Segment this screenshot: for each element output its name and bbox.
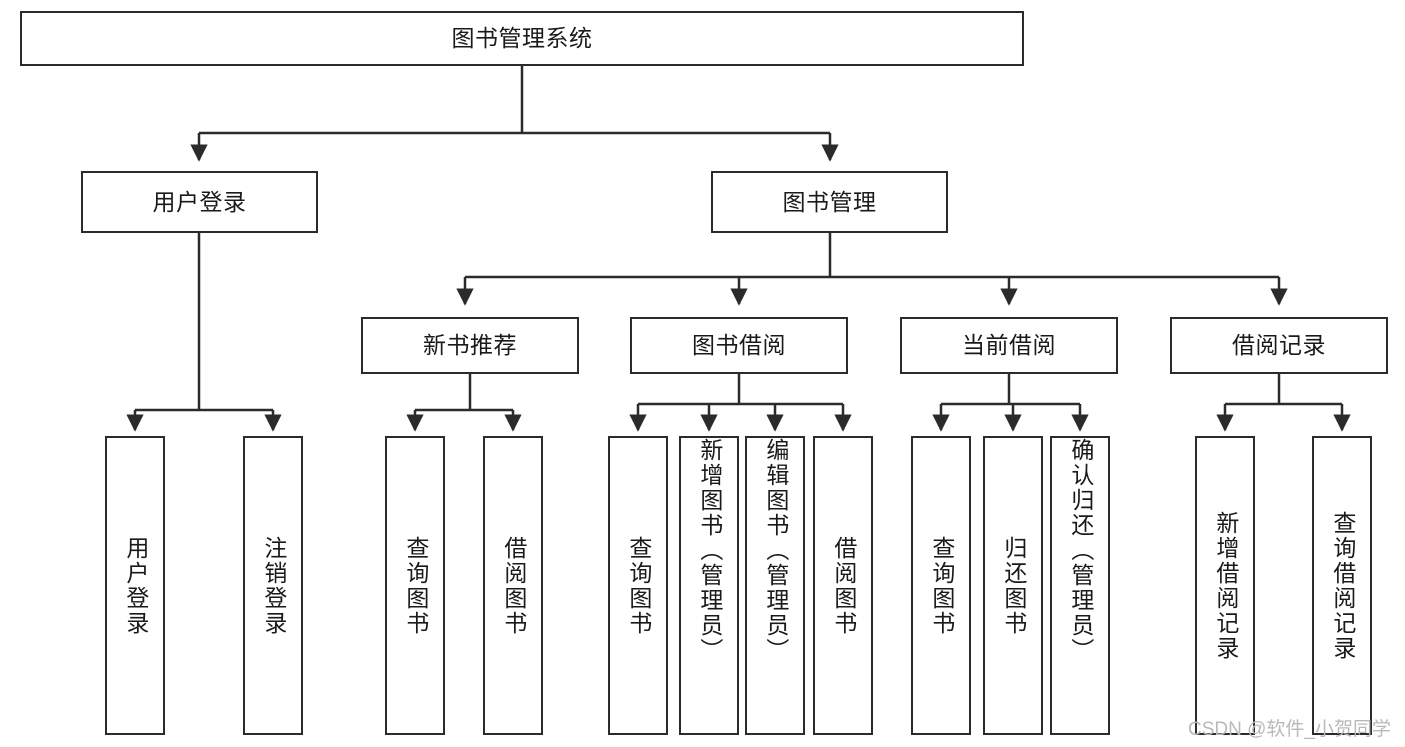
node-current-borrow-label: 当前借阅 xyxy=(962,332,1056,358)
node-leaf-user-login-label: 用户登录 xyxy=(122,535,149,636)
node-borrow-record[interactable]: 借阅记录 xyxy=(1170,317,1388,374)
node-book-manage-label: 图书管理 xyxy=(782,188,877,215)
node-new-book-rec[interactable]: 新书推荐 xyxy=(361,317,579,374)
node-leaf-query-book-borrow[interactable]: 查询图书 xyxy=(608,436,668,735)
node-leaf-confirm-return[interactable]: 确认归还（管理员） xyxy=(1050,436,1110,735)
node-book-manage[interactable]: 图书管理 xyxy=(711,171,948,233)
node-leaf-borrow-book-rec-label: 借阅图书 xyxy=(500,535,527,636)
node-leaf-query-record-label: 查询借阅记录 xyxy=(1329,510,1356,661)
node-root-label: 图书管理系统 xyxy=(451,25,593,51)
node-leaf-add-record[interactable]: 新增借阅记录 xyxy=(1195,436,1255,735)
node-leaf-confirm-return-label: 确认归还（管理员） xyxy=(1067,438,1094,663)
node-leaf-query-record[interactable]: 查询借阅记录 xyxy=(1312,436,1372,735)
node-leaf-add-book[interactable]: 新增图书（管理员） xyxy=(679,436,739,735)
node-user-login[interactable]: 用户登录 xyxy=(81,171,318,233)
node-leaf-query-book-rec-label: 查询图书 xyxy=(402,535,429,636)
node-current-borrow[interactable]: 当前借阅 xyxy=(900,317,1118,374)
node-borrow-record-label: 借阅记录 xyxy=(1232,332,1326,358)
node-leaf-logout-label: 注销登录 xyxy=(260,535,287,636)
node-leaf-logout[interactable]: 注销登录 xyxy=(243,436,303,735)
node-root[interactable]: 图书管理系统 xyxy=(20,11,1024,66)
node-leaf-borrow-book-rec[interactable]: 借阅图书 xyxy=(483,436,543,735)
node-leaf-edit-book[interactable]: 编辑图书（管理员） xyxy=(745,436,805,735)
watermark-text: CSDN @软件_小贺同学 xyxy=(1188,719,1391,740)
node-user-login-label: 用户登录 xyxy=(152,188,247,215)
node-leaf-borrow-book[interactable]: 借阅图书 xyxy=(813,436,873,735)
node-leaf-query-book-borrow-label: 查询图书 xyxy=(625,535,652,636)
node-leaf-borrow-book-label: 借阅图书 xyxy=(830,535,857,636)
node-book-borrow-label: 图书借阅 xyxy=(692,332,786,358)
node-leaf-return-book-label: 归还图书 xyxy=(1000,535,1027,636)
node-leaf-user-login[interactable]: 用户登录 xyxy=(105,436,165,735)
node-book-borrow[interactable]: 图书借阅 xyxy=(630,317,848,374)
node-leaf-query-book-current-label: 查询图书 xyxy=(928,535,955,636)
node-leaf-return-book[interactable]: 归还图书 xyxy=(983,436,1043,735)
node-leaf-add-record-label: 新增借阅记录 xyxy=(1212,510,1239,661)
node-leaf-add-book-label: 新增图书（管理员） xyxy=(696,438,723,663)
node-new-book-rec-label: 新书推荐 xyxy=(423,332,517,358)
node-leaf-edit-book-label: 编辑图书（管理员） xyxy=(762,438,789,663)
node-leaf-query-book-rec[interactable]: 查询图书 xyxy=(385,436,445,735)
node-leaf-query-book-current[interactable]: 查询图书 xyxy=(911,436,971,735)
